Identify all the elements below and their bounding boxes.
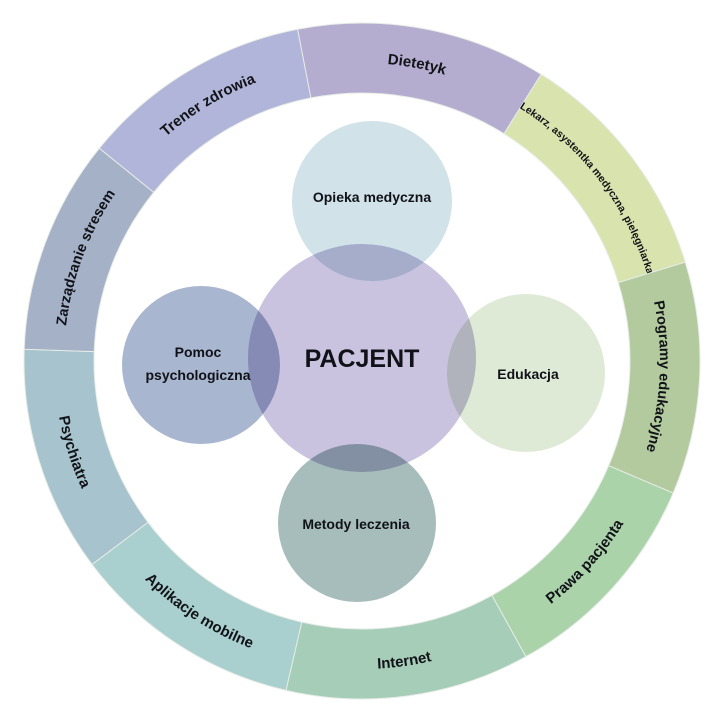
ring-segment-dietetyk: Dietetyk <box>296 22 542 135</box>
circle-shape <box>292 121 452 281</box>
ring-segment-programy-edukacyjne: Programy edukacyjne <box>608 261 701 494</box>
ring-segment-shape <box>285 594 527 700</box>
ring-segment-shape <box>98 28 312 194</box>
center-circle-pacjent <box>248 244 476 472</box>
circle-shape <box>278 444 436 602</box>
center-label: PACJENT <box>305 345 420 373</box>
circle-pomoc-psychologiczna <box>122 286 280 444</box>
ring-segment-psychiatra: Psychiatra <box>23 348 149 566</box>
circle-label-edukacja: Edukacja <box>497 366 559 382</box>
circle-metody-leczenia <box>278 444 436 602</box>
circle-label-metody-leczenia: Metody leczenia <box>302 516 410 532</box>
ring-segment-internet: Internet <box>285 594 527 700</box>
ring-segment-trener-zdrowia: Trener zdrowia <box>98 28 312 194</box>
center-circle-shape <box>248 244 476 472</box>
ring-segment-shape <box>296 22 542 135</box>
circle-label-opieka-medyczna: Opieka medyczna <box>313 189 431 205</box>
circle-shape <box>447 294 605 452</box>
ring-segment-shape <box>608 261 701 494</box>
ring-segment-prawa-pacjenta: Prawa pacjenta <box>491 465 674 658</box>
ring-segment-lekarz: Lekarz, asystentka medyczna, pielęgniark… <box>503 73 686 284</box>
ring-segment-aplikacje-mobilne: Aplikacje mobilne <box>91 521 303 691</box>
circle-edukacja <box>447 294 605 452</box>
circle-shape <box>122 286 280 444</box>
circle-opieka-medyczna <box>292 121 452 281</box>
ring-segment-zarzadzanie-stresem: Zarządzanie stresem <box>23 147 155 353</box>
